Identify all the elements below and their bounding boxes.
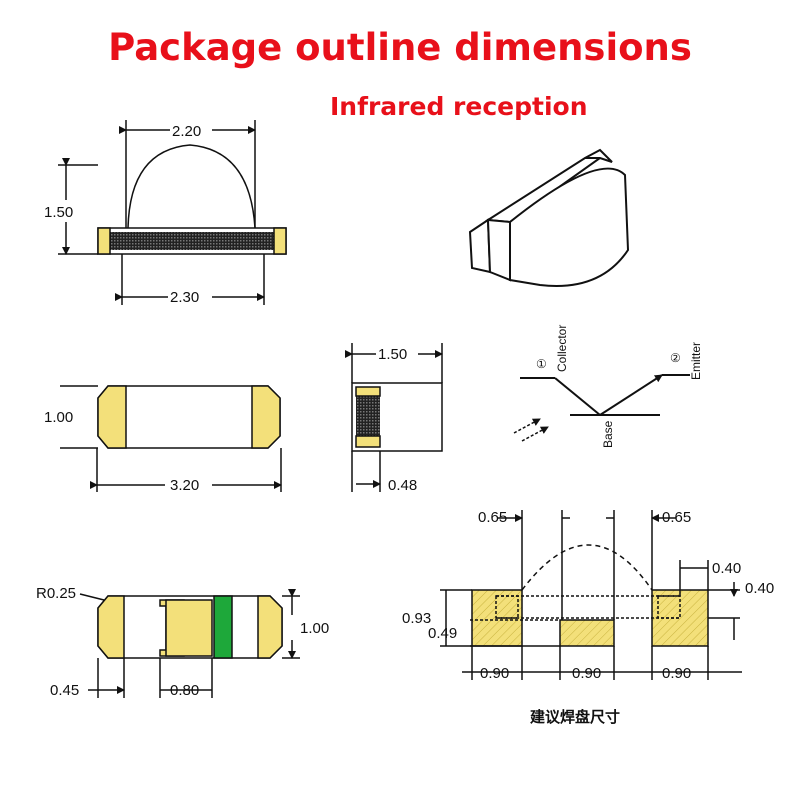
side-view — [58, 120, 287, 305]
footprint-pad-center — [559, 619, 615, 647]
end-view-width: 1.50 — [378, 346, 407, 363]
page-subtitle: Infrared reception — [330, 92, 588, 121]
footprint-pad-width-top: 0.40 — [712, 560, 741, 577]
footprint-pad3-width: 0.90 — [662, 665, 691, 682]
bottom-view-radius: R0.25 — [36, 585, 76, 602]
footprint-pad1-width: 0.90 — [480, 665, 509, 682]
footprint-pad-right — [651, 589, 709, 647]
footprint-opening-left: 0.65 — [478, 509, 507, 526]
pin2-label: Emitter — [689, 342, 703, 380]
bottom-view-pad-left — [97, 595, 125, 659]
footprint-caption: 建议焊盘尺寸 — [530, 708, 620, 726]
bottom-view-lens-window — [213, 595, 233, 659]
bottom-view-center-width: 0.80 — [170, 682, 199, 699]
bottom-view-center-fill — [165, 599, 213, 657]
top-view-height: 1.00 — [44, 409, 73, 426]
top-view-length: 3.20 — [170, 477, 199, 494]
top-view-pad-right — [251, 385, 281, 449]
pin1-mark: ① — [536, 357, 547, 371]
footprint-pad2-width: 0.90 — [572, 665, 601, 682]
end-view-die — [356, 390, 380, 444]
footprint-slot-height: 0.49 — [428, 625, 457, 642]
end-view — [345, 343, 443, 492]
end-view-pad-top — [355, 386, 381, 397]
footprint-dome-outline — [521, 544, 653, 591]
side-view-pad-right — [273, 227, 287, 255]
pin2-mark: ② — [670, 351, 681, 365]
transistor-symbol — [513, 374, 690, 442]
side-view-width-bottom: 2.30 — [170, 289, 199, 306]
end-view-pad: 0.48 — [388, 477, 417, 494]
footprint-total-height: 0.93 — [402, 610, 431, 627]
footprint-pad-width-right: 0.40 — [745, 580, 774, 597]
bottom-view-pad-width: 0.45 — [50, 682, 79, 699]
top-view-pad-left — [97, 385, 127, 449]
pin1-label: Collector — [555, 325, 569, 372]
bottom-view — [79, 589, 300, 698]
base-label: Base — [601, 420, 615, 448]
footprint-opening-right: 0.65 — [662, 509, 691, 526]
page-title: Package outline dimensions — [108, 26, 692, 69]
top-view — [60, 385, 282, 492]
side-view-pad-left — [97, 227, 111, 255]
end-view-pad-bottom — [355, 435, 381, 448]
package-3d-view — [468, 148, 630, 287]
bottom-view-height: 1.00 — [300, 620, 329, 637]
bottom-view-pad-right — [257, 595, 283, 659]
side-view-dome — [127, 144, 256, 229]
side-view-height: 1.50 — [44, 204, 73, 221]
footprint-view — [440, 510, 742, 680]
side-view-die — [106, 232, 278, 250]
side-view-width-top: 2.20 — [172, 123, 201, 140]
